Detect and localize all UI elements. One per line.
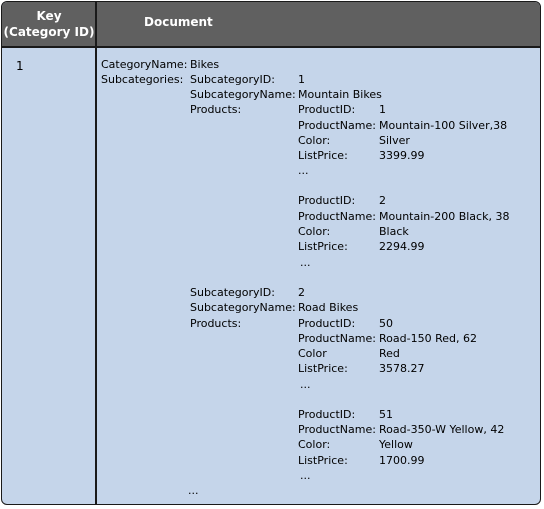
product-id-value: 50	[379, 317, 393, 330]
product-ellipsis: ...	[300, 378, 311, 391]
product-name-label: ProductName:	[298, 332, 376, 345]
product-price-value: 3399.99	[379, 149, 425, 162]
subcategory-id-value: 2	[298, 286, 305, 299]
product-id-label: ProductID:	[298, 317, 356, 330]
product-ellipsis: ...	[300, 256, 311, 269]
column-divider	[95, 2, 97, 504]
product-price-label: ListPrice:	[298, 240, 348, 253]
subcategories-ellipsis: ...	[188, 484, 199, 497]
product-price-value: 2294.99	[379, 240, 425, 253]
table-header: Key (Category ID) Document	[2, 2, 540, 46]
product-color-label: Color	[298, 347, 327, 360]
product-color-label: Color:	[298, 134, 331, 147]
product-id-label: ProductID:	[298, 194, 356, 207]
product-name-value: Mountain-100 Silver,38	[379, 119, 508, 132]
product-color-value: Red	[379, 347, 400, 360]
subcategory-name-label: SubcategoryName:	[190, 88, 296, 101]
product-price-value: 1700.99	[379, 454, 425, 467]
product-name-value: Road-350-W Yellow, 42	[379, 423, 505, 436]
key-column-header: Key (Category ID)	[2, 2, 96, 46]
category-name-value: Bikes	[190, 58, 220, 71]
product-id-label: ProductID:	[298, 103, 356, 116]
product-name-value: Road-150 Red, 62	[379, 332, 477, 345]
product-id-label: ProductID:	[298, 408, 356, 421]
product-name-label: ProductName:	[298, 119, 376, 132]
product-color-value: Black	[379, 225, 409, 238]
product-price-label: ListPrice:	[298, 362, 348, 375]
product-price-value: 3578.27	[379, 362, 425, 375]
header-divider	[2, 46, 540, 48]
products-label: Products:	[190, 317, 242, 330]
product-color-label: Color:	[298, 438, 331, 451]
product-price-label: ListPrice:	[298, 454, 348, 467]
key-value: 1	[16, 59, 24, 73]
product-id-value: 51	[379, 408, 393, 421]
subcategory-id-value: 1	[298, 73, 305, 86]
document-column-header: Document	[144, 15, 213, 29]
products-label: Products:	[190, 103, 242, 116]
product-id-value: 2	[379, 194, 386, 207]
subcategory-id-label: SubcategoryID:	[190, 73, 275, 86]
product-name-value: Mountain-200 Black, 38	[379, 210, 510, 223]
key-header-line1: Key	[36, 9, 62, 23]
product-color-value: Silver	[379, 134, 410, 147]
category-name-label: CategoryName:	[101, 58, 188, 71]
subcategory-id-label: SubcategoryID:	[190, 286, 275, 299]
subcategories-label: Subcategories:	[101, 73, 184, 86]
product-color-label: Color:	[298, 225, 331, 238]
product-color-value: Yellow	[379, 438, 413, 451]
product-ellipsis: ...	[298, 164, 309, 177]
product-price-label: ListPrice:	[298, 149, 348, 162]
product-id-value: 1	[379, 103, 386, 116]
product-ellipsis: ...	[300, 469, 311, 482]
product-name-label: ProductName:	[298, 423, 376, 436]
key-header-line2: (Category ID)	[3, 25, 95, 39]
subcategory-name-label: SubcategoryName:	[190, 301, 296, 314]
subcategory-name-value: Road Bikes	[298, 301, 359, 314]
product-name-label: ProductName:	[298, 210, 376, 223]
subcategory-name-value: Mountain Bikes	[298, 88, 382, 101]
